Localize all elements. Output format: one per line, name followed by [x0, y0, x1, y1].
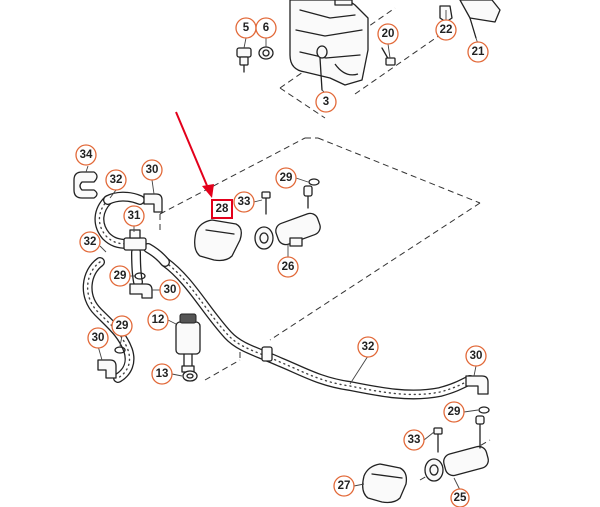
callouts: 5 6 20 22 21 3 34 32 [75, 17, 489, 507]
callout-33-lower-label: 33 [408, 434, 421, 446]
reservoir-pump-seal [236, 47, 252, 73]
callout-25-label: 25 [454, 492, 467, 504]
callout-21-label: 21 [472, 46, 485, 58]
callout-32-main: 32 [357, 336, 379, 358]
callout-32-upper: 32 [105, 169, 127, 191]
callout-29-mid-label: 29 [114, 270, 127, 282]
callout-31-label: 31 [128, 210, 141, 222]
highlighted-part-28: 28 [211, 199, 233, 219]
callout-31: 31 [123, 205, 145, 227]
callout-32-main-label: 32 [362, 341, 375, 353]
callout-5: 5 [235, 17, 257, 39]
callout-3-label: 3 [323, 96, 329, 108]
callout-29-upper-label: 29 [280, 172, 293, 184]
callout-27: 27 [333, 475, 355, 497]
callout-22-label: 22 [440, 24, 453, 36]
callout-20: 20 [377, 23, 399, 45]
callout-30-mid: 30 [159, 279, 181, 301]
callout-22: 22 [435, 19, 457, 41]
hose-clip-34 [73, 171, 98, 199]
callout-32-left: 32 [79, 231, 101, 253]
highlight-arrow [175, 111, 214, 198]
elbow-connector-lower-left [97, 359, 117, 379]
callout-29-lower-right-label: 29 [448, 406, 461, 418]
tee-connector [123, 229, 147, 251]
callout-12-label: 12 [152, 314, 165, 326]
highlighted-part-28-label: 28 [216, 203, 229, 215]
callout-29-mid: 29 [109, 265, 131, 287]
callout-30-upper-label: 30 [146, 164, 159, 176]
washer-pump [175, 313, 201, 373]
callout-26-label: 26 [282, 261, 295, 273]
callout-32-upper-label: 32 [110, 174, 123, 186]
callout-34-label: 34 [80, 149, 93, 161]
callout-13-label: 13 [156, 368, 169, 380]
callout-34: 34 [75, 144, 97, 166]
washer-hoses [82, 191, 475, 400]
callout-30-lower-right-label: 30 [470, 350, 483, 362]
nozzle-assembly-upper [254, 185, 321, 250]
callout-33-upper: 33 [233, 191, 255, 213]
nozzle-cover-cap-lower [362, 463, 408, 504]
nozzle-cover-cap [194, 219, 242, 262]
nozzle-mount-screw-lower [433, 427, 443, 453]
callout-21: 21 [467, 41, 489, 63]
seal-ring-lower-left [114, 346, 126, 354]
callout-5-label: 5 [243, 22, 250, 34]
callout-29-upper: 29 [275, 167, 297, 189]
callout-6-label: 6 [263, 22, 269, 34]
callout-20-label: 20 [382, 28, 395, 40]
nozzle-assembly-lower [424, 415, 489, 482]
callout-30-lower-right: 30 [465, 345, 487, 367]
seal-ring-lower-nozzle [478, 406, 490, 414]
callout-6: 6 [255, 17, 277, 39]
callout-30-upper: 30 [141, 159, 163, 181]
callout-25: 25 [450, 488, 470, 507]
elbow-connector-lower-right [465, 375, 489, 395]
callout-29-lower-left: 29 [111, 315, 133, 337]
callout-29-lower-left-label: 29 [116, 320, 129, 332]
reservoir-grommet [258, 46, 274, 60]
callout-26: 26 [277, 256, 299, 278]
nozzle-mount-screw-upper [261, 191, 271, 215]
callout-32-left-label: 32 [84, 236, 97, 248]
callout-30-lower-left-label: 30 [92, 332, 105, 344]
pump-grommet [182, 370, 198, 382]
callout-33-upper-label: 33 [238, 196, 251, 208]
callout-30-mid-label: 30 [164, 284, 177, 296]
reservoir-bracket [459, 0, 501, 39]
hose-clamp [261, 346, 273, 362]
callout-27-label: 27 [338, 480, 351, 492]
callout-13: 13 [151, 363, 173, 385]
callout-33-lower: 33 [403, 429, 425, 451]
callout-29-lower-right: 29 [443, 401, 465, 423]
seal-ring-upper-nozzle [308, 178, 320, 186]
reservoir-screw [381, 47, 396, 66]
callout-3: 3 [315, 91, 337, 113]
callout-30-lower-left: 30 [87, 327, 109, 349]
callout-12: 12 [147, 309, 169, 331]
washer-reservoir [289, 0, 369, 91]
elbow-connector-upper [143, 193, 163, 213]
elbow-connector-mid [129, 283, 153, 299]
